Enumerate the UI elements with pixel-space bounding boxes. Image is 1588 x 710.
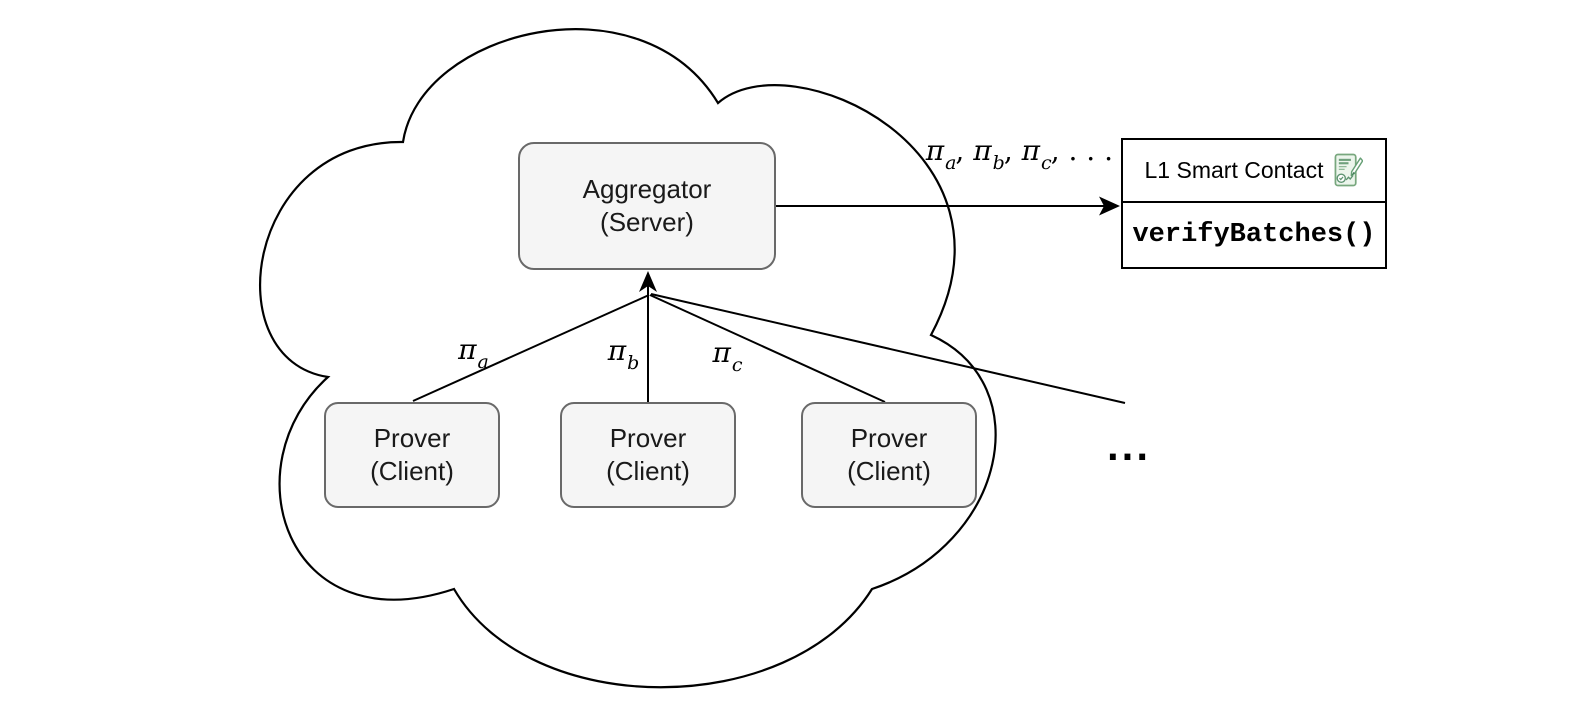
edge-prover1-aggregator	[412, 294, 650, 402]
node-l1-smart-contract: L1 Smart Contact verifyBatches()	[1121, 138, 1387, 269]
arrowhead-right	[1099, 196, 1120, 216]
prover-label-line2: (Client)	[606, 456, 690, 486]
edge-label-pi-c: πc	[712, 336, 743, 376]
aggregator-label-line2: (Server)	[600, 207, 694, 237]
node-prover-3: Prover (Client)	[801, 402, 977, 508]
node-prover-1: Prover (Client)	[324, 402, 500, 508]
edge-label-pi-b: πb	[607, 334, 640, 374]
prover-label-line1: Prover	[373, 423, 451, 453]
prover-label-line2: (Client)	[847, 456, 931, 486]
node-aggregator: Aggregator (Server)	[518, 142, 776, 270]
edge-prover3-aggregator	[649, 294, 886, 403]
edge-prover-more-aggregator	[650, 293, 1126, 404]
more-provers-ellipsis: ...	[1101, 428, 1153, 469]
prover-label-line1: Prover	[850, 423, 928, 453]
edge-label-batched-proofs: πa, πb, πc, . . .	[925, 134, 1113, 174]
l1-contract-title: L1 Smart Contact	[1144, 157, 1324, 183]
l1-contract-header: L1 Smart Contact	[1123, 140, 1385, 203]
aggregator-label-line1: Aggregator	[582, 174, 712, 204]
smart-contract-icon	[1335, 153, 1364, 187]
arrowhead-up	[639, 271, 657, 292]
cloud-shape	[259, 28, 997, 689]
edge-label-pi-a: πa	[458, 333, 489, 373]
node-prover-2: Prover (Client)	[560, 402, 736, 508]
prover-label-line1: Prover	[609, 423, 687, 453]
prover-label-line2: (Client)	[370, 456, 454, 486]
l1-contract-method: verifyBatches()	[1132, 220, 1376, 250]
